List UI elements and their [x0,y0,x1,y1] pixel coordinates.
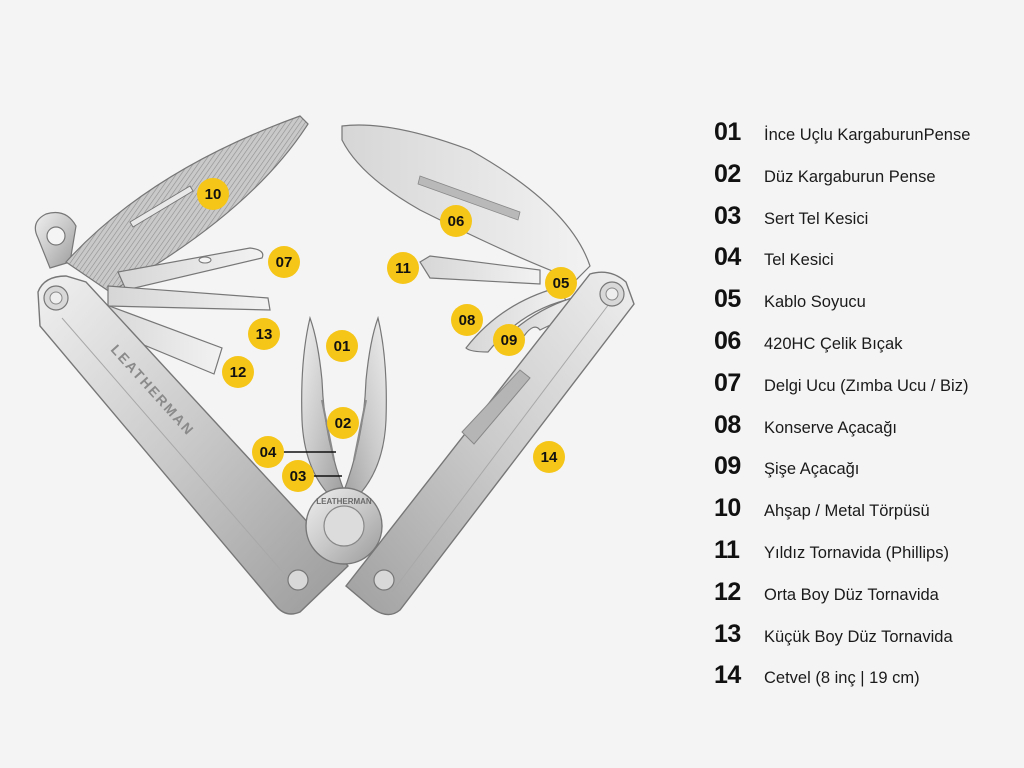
legend-item: 03 Sert Tel Kesici [714,202,1014,244]
callout-11: 11 [387,252,419,284]
legend-number: 12 [714,577,741,606]
legend-label: Cetvel (8 inç | 19 cm) [764,669,920,688]
legend-item: 09 Şişe Açacağı [714,452,1014,494]
callout-04-label: 04 [260,444,277,461]
callout-14: 14 [533,441,565,473]
callout-11-label: 11 [395,260,411,277]
legend-number: 01 [714,118,741,146]
legend-item: 06 420HC Çelik Bıçak [714,327,1014,369]
legend-number: 06 [714,326,741,355]
legend-label: Yıldız Tornavida (Phillips) [764,543,949,562]
lanyard-ring [34,211,77,269]
legend-number: 02 [714,159,741,188]
legend-label: İnce Uçlu KargaburunPense [764,126,971,144]
callout-01-label: 01 [334,338,351,355]
file-slot [129,185,194,228]
legend-label: Şişe Açacağı [764,460,860,479]
legend-label: Delgi Ucu (Zımba Ucu / Biz) [764,376,969,395]
callout-06: 06 [440,205,472,237]
legend-number: 11 [714,535,740,564]
legend-number: 13 [714,619,741,648]
callout-13-label: 13 [256,326,273,343]
callout-14-label: 14 [541,449,558,466]
callout-01: 01 [326,330,358,362]
callout-04: 04 [252,436,284,468]
legend-label: Orta Boy Düz Tornavida [764,585,939,604]
callout-07-label: 07 [276,254,293,271]
callout-12-label: 12 [230,364,247,381]
legend-item: 10 Ahşap / Metal Törpüsü [714,494,1014,536]
callout-10: 10 [197,178,229,210]
callout-02-label: 02 [335,415,352,432]
legend-label: 420HC Çelik Bıçak [764,334,903,353]
legend-number: 05 [714,285,741,314]
legend-item: 02 Düz Kargaburun Pense [714,160,1014,202]
legend-item: 13 Küçük Boy Düz Tornavida [714,620,1014,662]
legend-number: 04 [714,243,741,272]
small-screwdriver [107,285,271,311]
legend-item: 04 Tel Kesici [714,243,1014,285]
right-handle [345,271,635,616]
callout-09: 09 [493,324,525,356]
legend-number: 03 [714,201,741,230]
callout-03: 03 [282,460,314,492]
can-opener [465,287,568,353]
phillips-screwdriver [419,255,541,285]
legend-number: 08 [714,410,741,439]
pivot-engraving: LEATHERMAN [316,497,372,506]
legend-number: 14 [714,661,741,690]
callout-08: 08 [451,304,483,336]
legend-number: 09 [714,452,741,481]
legend-item: 01 İnce Uçlu KargaburunPense [714,118,1014,160]
legend-item: 08 Konserve Açacağı [714,411,1014,453]
legend-number: 07 [714,368,741,397]
legend-item: 11 Yıldız Tornavida (Phillips) [714,536,1014,578]
callout-13: 13 [248,318,280,350]
legend-item: 14 Cetvel (8 inç | 19 cm) [714,661,1014,703]
callout-05: 05 [545,267,577,299]
legend-item: 05 Kablo Soyucu [714,285,1014,327]
file-tool [65,115,309,293]
multitool-illustration: LEATHERMAN LEATHERMAN 10 06 07 [34,115,635,616]
parts-legend: 01 İnce Uçlu KargaburunPense 02 Düz Kargab… [714,118,1014,703]
legend-label: Kablo Soyucu [764,293,866,312]
legend-item: 12 Orta Boy Düz Tornavida [714,578,1014,620]
callout-12: 12 [222,356,254,388]
legend-label: Tel Kesici [764,251,834,270]
left-handle [37,275,349,615]
knife-blade [341,124,591,281]
legend-label: Düz Kargaburun Pense [764,167,936,186]
callout-09-label: 09 [501,332,518,349]
ruler-edge [391,299,613,593]
handle-cutout [461,369,531,445]
callout-03-label: 03 [290,468,307,485]
callout-10-label: 10 [205,186,222,203]
callout-06-label: 06 [448,213,465,230]
callout-05-label: 05 [553,275,570,292]
callout-02: 02 [327,407,359,439]
legend-number: 10 [714,494,741,523]
legend-label: Ahşap / Metal Törpüsü [764,502,930,521]
legend-label: Konserve Açacağı [764,418,897,437]
legend-label: Sert Tel Kesici [764,209,869,228]
legend-item: 07 Delgi Ucu (Zımba Ucu / Biz) [714,369,1014,411]
callout-layer: 10 06 07 11 05 08 13 09 [197,178,577,492]
callout-08-label: 08 [459,312,476,329]
callout-07: 07 [268,246,300,278]
awl-tool [117,247,264,291]
legend-label: Küçük Boy Düz Tornavida [764,627,953,646]
